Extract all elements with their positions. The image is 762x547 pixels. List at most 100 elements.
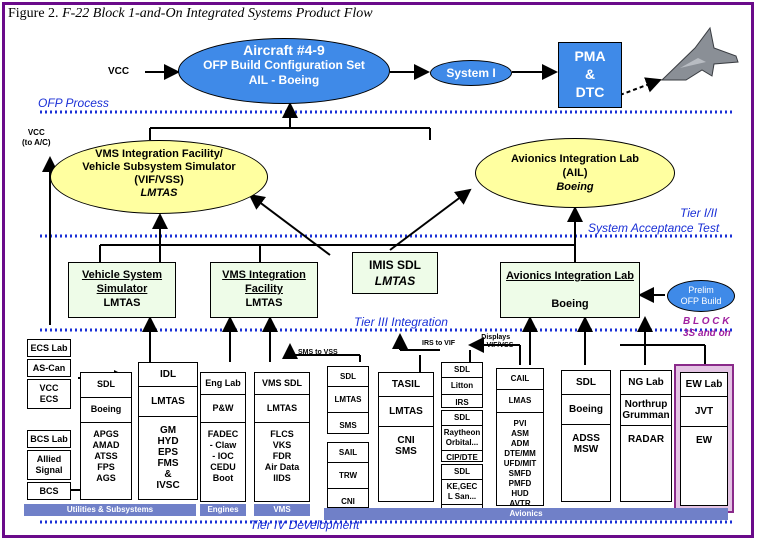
ofp-build-ellipse: Aircraft #4-9 OFP Build Configuration Se… <box>178 38 390 104</box>
vmssdl-item: FDR <box>272 451 292 461</box>
nglab-org: Northrup Grumman <box>621 395 671 426</box>
vss-line1: Vehicle System <box>81 269 163 281</box>
sdlboeing-list: ADSS MSW <box>562 425 610 455</box>
cail-box: CAIL LMAS PVI ASM ADM DTE/MM UFD/MIT SMF… <box>496 368 544 509</box>
vcc-ecs-line1: VCC <box>39 383 59 393</box>
sdlsms-item: SMS <box>339 421 357 430</box>
eng-lab-box: Eng Lab P&W FADEC - Claw - IOC CEDU Boot <box>200 372 246 502</box>
prelim-line2: OFP Build <box>680 296 722 306</box>
ail-ellipse: Avionics Integration Lab (AIL) Boeing <box>475 138 675 208</box>
vmssdl-item: FLCS <box>270 429 294 439</box>
as-can-box: AS-Can <box>27 359 71 377</box>
sdl1-title: SDL <box>81 373 131 398</box>
sdlboeing-org: Boeing <box>562 395 610 425</box>
pma-line1: PMA <box>574 48 606 64</box>
block-line1: B L O C K <box>683 316 730 327</box>
rayth-org2: Orbital... <box>442 438 482 451</box>
amad-item: AMAD <box>92 440 120 450</box>
englab-item: CEDU <box>210 462 236 472</box>
vcc-label: VCC <box>108 66 130 77</box>
englab-list: FADEC - Claw - IOC CEDU Boot <box>201 423 245 484</box>
cail-item: HUD <box>511 489 529 498</box>
nglab-org2: Grumman <box>622 410 670 421</box>
vcc-ac-line2: (to A/C) <box>22 138 51 147</box>
idl-item: FMS <box>157 458 179 469</box>
sdlsms-title: SDL <box>328 367 368 387</box>
idl-item: IVSC <box>156 480 180 491</box>
ail-ell-line3: Boeing <box>556 181 594 193</box>
ng-lab-box: NG Lab Northrup Grumman RADAR <box>620 370 672 502</box>
idl-box: IDL LMTAS GM HYD EPS FMS & IVSC <box>138 362 198 500</box>
tasil-org: LMTAS <box>379 397 433 427</box>
vmssdl-item: VKS <box>272 440 292 450</box>
cail-title: CAIL <box>497 369 543 390</box>
idl-item: HYD <box>157 436 179 447</box>
apgs-item: APGS <box>93 429 119 439</box>
sdlboeing-item: ADSS <box>572 433 600 444</box>
idl-org: LMTAS <box>139 387 197 417</box>
ags-item: AGS <box>96 473 116 483</box>
irs-to-vif-label: IRS to VIF <box>422 340 456 347</box>
vms-ell-line4: LMTAS <box>140 187 178 199</box>
cail-list: PVI ASM ADM DTE/MM UFD/MIT SMFD PMFD HUD… <box>497 413 543 509</box>
idl-list: GM HYD EPS FMS & IVSC <box>139 417 197 491</box>
cail-item: DTE/MM <box>504 449 536 458</box>
nglab-title: NG Lab <box>621 371 671 395</box>
kegec-org1: KE,GEC <box>446 482 478 491</box>
sail-org: TRW <box>328 463 368 489</box>
vcc-ecs-line2: ECS <box>39 394 59 404</box>
tasil-item: CNI <box>397 435 415 446</box>
sdl-litton-box: SDL Litton IRS <box>441 362 483 408</box>
cail-org: LMAS <box>497 390 543 413</box>
apgs-list: APGS AMAD ATSS FPS AGS <box>81 423 131 484</box>
vms-integration-facility-box: VMS Integration Facility LMTAS <box>210 262 318 318</box>
idl-item: GM <box>159 425 177 436</box>
idl-title: IDL <box>139 363 197 387</box>
displays-label: Displays to VIF/VSS <box>478 334 513 350</box>
block-label: B L O C K 3S and on <box>683 316 731 340</box>
vmsif-line2: Facility <box>245 283 283 295</box>
vcc-ecs-box: VCC ECS <box>27 379 71 409</box>
tasil-title: TASIL <box>379 373 433 397</box>
cail-item: PVI <box>513 419 527 428</box>
tier4-label: Tier IV Development <box>250 518 360 532</box>
vmssdl-item: IIDS <box>273 473 291 483</box>
ewlab-item: EW <box>695 435 713 446</box>
ail-box-line1: Avionics Integration Lab <box>506 270 634 282</box>
utilities-footer: Utilities & Subsystems <box>24 504 196 516</box>
englab-item: - IOC <box>212 451 234 461</box>
sdlsms-org: LMTAS <box>328 387 368 413</box>
vms-ell-line1: VMS Integration Facility/ <box>95 148 223 160</box>
vss-line2: Simulator <box>96 283 148 295</box>
rayth-title: SDL <box>442 411 482 426</box>
ewlab-org: JVT <box>681 397 727 427</box>
litton-item: IRS <box>455 398 469 407</box>
pma-line3: DTC <box>575 84 605 100</box>
idl-item: EPS <box>157 447 178 458</box>
nglab-item: RADAR <box>627 434 665 445</box>
tier12-label: Tier I/II <box>680 206 718 220</box>
imis-line1: IMIS SDL <box>368 258 421 272</box>
system-i-label: System I <box>446 66 496 80</box>
vms-ell-line2: Vehicle Subsystem Simulator <box>82 161 236 173</box>
ofp-process-label: OFP Process <box>38 96 109 110</box>
rayth-item: CIP/DTE <box>446 453 478 462</box>
englab-item: FADEC <box>207 429 239 439</box>
ail-box-line2: Boeing <box>551 298 589 310</box>
atss-item: ATSS <box>94 451 118 461</box>
allied-line1: Allied <box>36 454 62 464</box>
ecs-lab-box: ECS Lab <box>27 339 71 357</box>
imis-line2: LMTAS <box>374 274 416 288</box>
vehicle-system-simulator-box: Vehicle System Simulator LMTAS <box>68 262 176 318</box>
ofp-line1: Aircraft #4-9 <box>243 42 325 58</box>
vmssdl-item: Air Data <box>264 462 300 472</box>
cail-item: SMFD <box>508 469 532 478</box>
caption-prefix: Figure 2. <box>8 6 63 21</box>
rayth-org1: Raytheon <box>443 428 481 437</box>
cail-item: AVTR <box>509 499 531 508</box>
pma-line2: & <box>584 66 596 82</box>
engines-footer: Engines <box>200 504 246 516</box>
sdl-boeing-apgs-box: SDL Boeing APGS AMAD ATSS FPS AGS <box>80 372 132 500</box>
